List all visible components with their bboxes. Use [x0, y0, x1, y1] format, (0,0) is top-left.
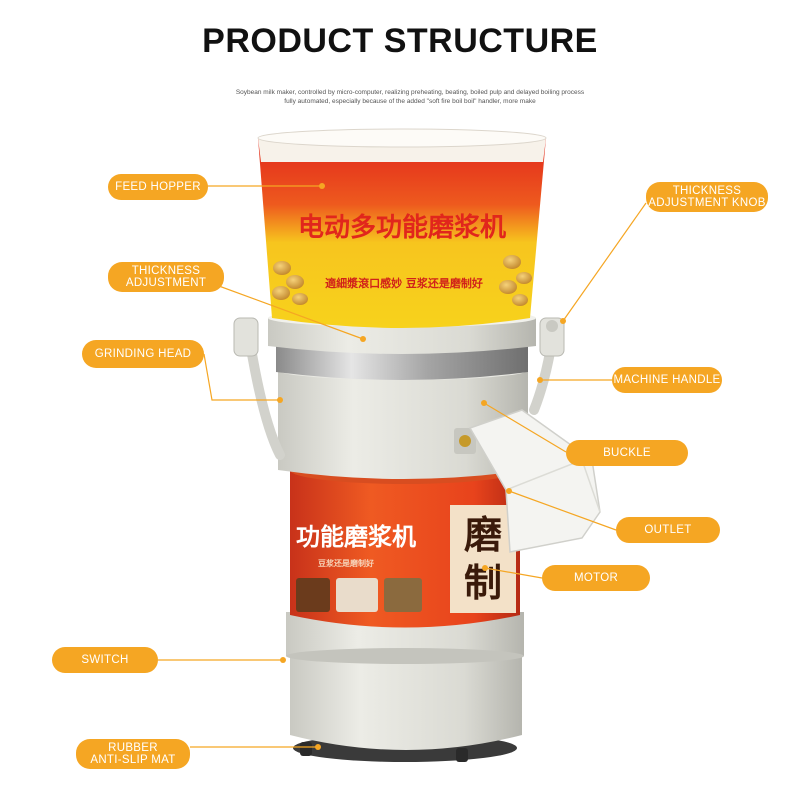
- motor-small-text: 豆浆还是磨制好: [318, 558, 374, 568]
- leader-buckle: [483, 402, 567, 453]
- buckle: [454, 428, 476, 454]
- feed-hopper: 电动多功能磨浆机 適細漿滾口感妙 豆浆还是磨制好: [257, 128, 547, 328]
- soybean-illustration: [272, 255, 532, 306]
- label-thickness-adjustment: THICKNESS ADJUSTMENT: [108, 262, 224, 292]
- label-rubber-mat: RUBBER ANTI-SLIP MAT: [76, 739, 190, 769]
- page-subtitle: Soybean milk maker, controlled by micro-…: [235, 89, 585, 105]
- leader-dots: [277, 183, 566, 750]
- leader-thickness-adjustment: [207, 281, 364, 340]
- hopper-title-text: 电动多功能磨浆机: [298, 212, 506, 243]
- leader-thickness-knob: [562, 202, 647, 322]
- label-motor: MOTOR: [542, 565, 650, 591]
- label-switch: SWITCH: [52, 647, 158, 673]
- label-buckle: BUCKLE: [566, 440, 688, 466]
- motor-side-char-1: 磨: [464, 513, 502, 557]
- motor-title-text: 功能磨浆机: [296, 523, 416, 551]
- leader-grinding-head: [203, 353, 280, 401]
- label-outlet: OUTLET: [616, 517, 720, 543]
- leader-outlet: [508, 490, 617, 531]
- label-feed-hopper: FEED HOPPER: [108, 174, 208, 200]
- label-grinding-head: GRINDING HEAD: [82, 340, 204, 368]
- label-machine-handle: MACHINE HANDLE: [612, 367, 722, 393]
- page-title: PRODUCT STRUCTURE: [202, 22, 598, 60]
- motor-body: 磨 制 功能磨浆机 豆浆还是磨制好: [290, 456, 520, 628]
- label-thickness-adjustment-knob: THICKNESS ADJUSTMENT KNOB: [646, 182, 768, 212]
- leader-lines: [158, 185, 647, 748]
- machine-handle: [233, 317, 558, 460]
- hopper-slogan-text: 適細漿滾口感妙 豆浆还是磨制好: [325, 276, 483, 290]
- leader-motor: [484, 567, 543, 579]
- thickness-adjustment-knob: [539, 317, 565, 357]
